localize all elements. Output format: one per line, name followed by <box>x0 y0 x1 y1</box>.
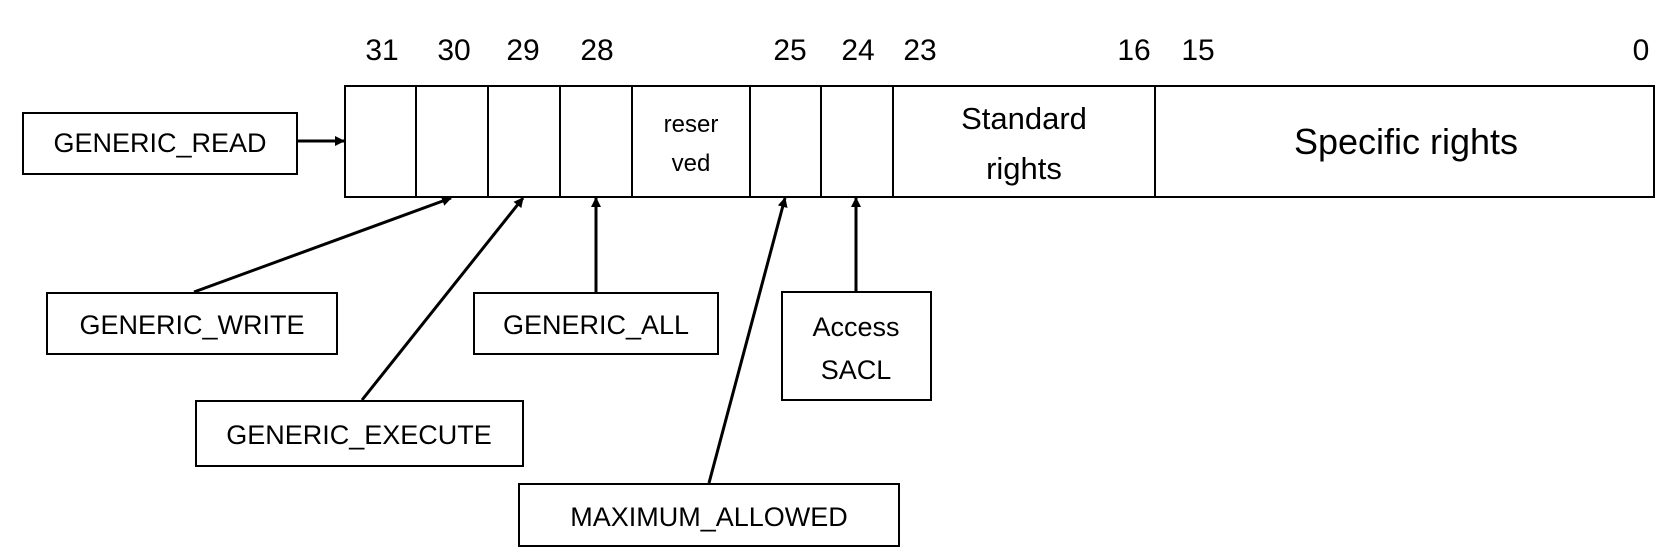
generic-read-box <box>22 112 298 175</box>
generic-write-box <box>46 292 338 355</box>
bit-number-29: 29 <box>506 34 539 67</box>
bit-number-28: 28 <box>580 34 613 67</box>
bit-cell-30 <box>415 85 489 198</box>
generic-write-label: GENERIC_WRITE <box>79 310 304 340</box>
access-sacl-label-line1: Access <box>812 312 899 342</box>
bit-cell-31 <box>344 85 417 198</box>
generic-execute-label: GENERIC_EXECUTE <box>226 420 492 450</box>
generic-all-label: GENERIC_ALL <box>503 310 689 340</box>
bit-number-30: 30 <box>437 34 470 67</box>
bit-number-25: 25 <box>773 34 806 67</box>
maximum-allowed-arrow <box>707 197 788 484</box>
generic-read-label: GENERIC_READ <box>53 128 266 158</box>
standard-rights-label-line1: Standard <box>961 101 1087 136</box>
access-sacl-label-line2: SACL <box>821 355 892 385</box>
bit-number-labels: 31 30 29 28 25 24 23 16 15 0 <box>365 34 1649 67</box>
bit-number-23: 23 <box>903 34 936 67</box>
bit-number-16: 16 <box>1117 34 1150 67</box>
generic-write-arrow <box>193 196 452 294</box>
reserved-cell <box>631 85 751 198</box>
bit-number-0: 0 <box>1633 34 1650 67</box>
bit-cell-24 <box>820 85 894 198</box>
maximum-allowed-box <box>518 483 900 547</box>
standard-rights-label-line2: rights <box>986 151 1062 186</box>
reserved-label-line1: reser <box>664 111 719 138</box>
reserved-label-line2: ved <box>672 150 711 177</box>
access-mask-register: reser ved Standard rights Specific right… <box>344 85 1655 198</box>
flag-labels: GENERIC_READ GENERIC_WRITE GENERIC_EXECU… <box>22 112 932 547</box>
generic-all-box <box>473 292 719 355</box>
bit-number-15: 15 <box>1181 34 1214 67</box>
connector-arrows <box>193 136 861 484</box>
specific-rights-label: Specific rights <box>1294 121 1518 162</box>
bit-number-24: 24 <box>841 34 874 67</box>
bit-cell-28 <box>559 85 633 198</box>
specific-rights-cell <box>1154 85 1655 198</box>
bit-cell-29 <box>487 85 561 198</box>
generic-execute-arrow <box>360 197 525 401</box>
standard-rights-cell <box>892 85 1156 198</box>
bit-number-31: 31 <box>365 34 398 67</box>
maximum-allowed-label: MAXIMUM_ALLOWED <box>570 502 848 532</box>
bit-cell-25 <box>749 85 822 198</box>
access-sacl-box <box>781 291 932 401</box>
generic-execute-box <box>195 400 524 467</box>
